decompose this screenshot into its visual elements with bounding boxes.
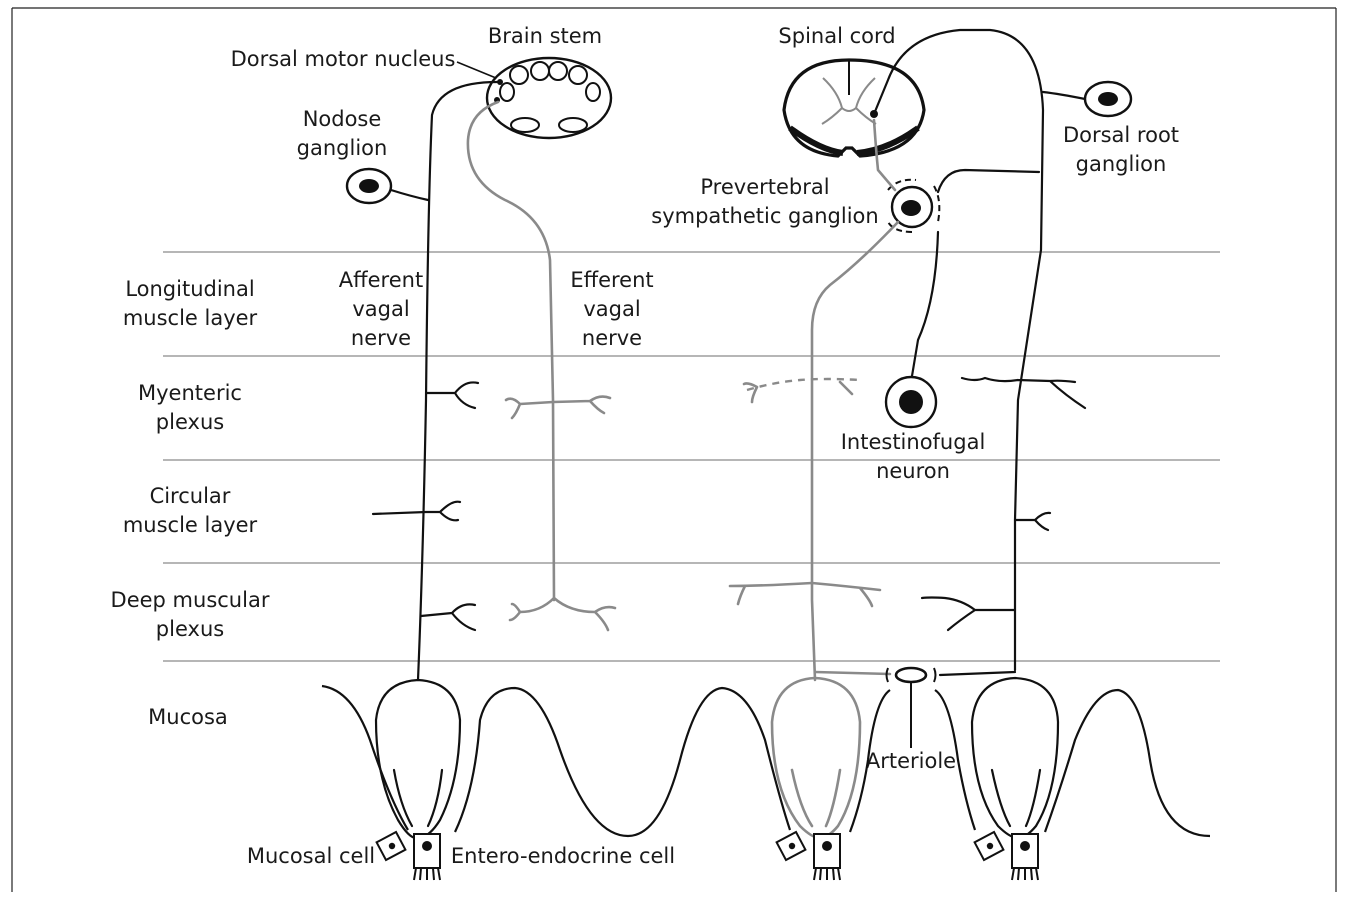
intestinofugal-neuron-label: Intestinofugal [841,430,986,454]
layer-dividers [163,252,1220,661]
arteriole [887,668,936,748]
layer-label: Circular [150,484,231,508]
mucosa-outline [322,686,1210,836]
crypt-left [376,680,460,880]
intestinofugal-neuron-label: neuron [876,459,950,483]
intestinofugal-neuron [886,232,938,427]
layer-label: muscle layer [123,513,258,537]
brain-stem-label: Brain stem [488,24,602,48]
efferent-nerve-label: nerve [582,326,642,350]
afferent-nerve-label: nerve [351,326,411,350]
spinal-cord [784,60,924,156]
efferent-nerve-label: Efferent [570,268,653,292]
spinal-cord-label: Spinal cord [778,24,895,48]
layer-label: Deep muscular [111,588,270,612]
nodose-ganglion-label: ganglion [297,136,388,160]
entero-endocrine-cell-label: Entero-endocrine cell [451,844,675,868]
nodose-ganglion-label: Nodose [303,107,382,131]
prevertebral-ganglion-label: Prevertebral [700,175,829,199]
crypt-right [972,678,1058,880]
dorsal-motor-nucleus-pointer [457,62,496,78]
arteriole-label: Arteriole [866,749,956,773]
layer-label: Mucosa [148,705,228,729]
layer-label: Longitudinal [125,277,254,301]
nodose-ganglion [347,169,428,203]
crypt-middle [772,678,860,880]
layer-label: Myenteric [138,381,242,405]
dorsal-root-ganglion-label: ganglion [1076,152,1167,176]
prevertebral-ganglion-label: sympathetic ganglion [651,204,878,228]
efferent-nerve-label: vagal [583,297,640,321]
efferent-vagal-nerve [468,102,615,630]
layer-label: muscle layer [123,306,258,330]
afferent-nerve-label: vagal [352,297,409,321]
afferent-vagal-nerve [373,82,497,680]
layer-label: plexus [156,617,224,641]
afferent-nerve-label: Afferent [339,268,423,292]
dorsal-root-ganglion [1043,82,1131,116]
layer-label: plexus [156,410,224,434]
brain-stem [487,58,611,138]
dorsal-motor-nucleus-label: Dorsal motor nucleus [231,47,456,71]
mucosal-cell-label: Mucosal cell [247,844,375,868]
dorsal-root-ganglion-label: Dorsal root [1063,123,1179,147]
